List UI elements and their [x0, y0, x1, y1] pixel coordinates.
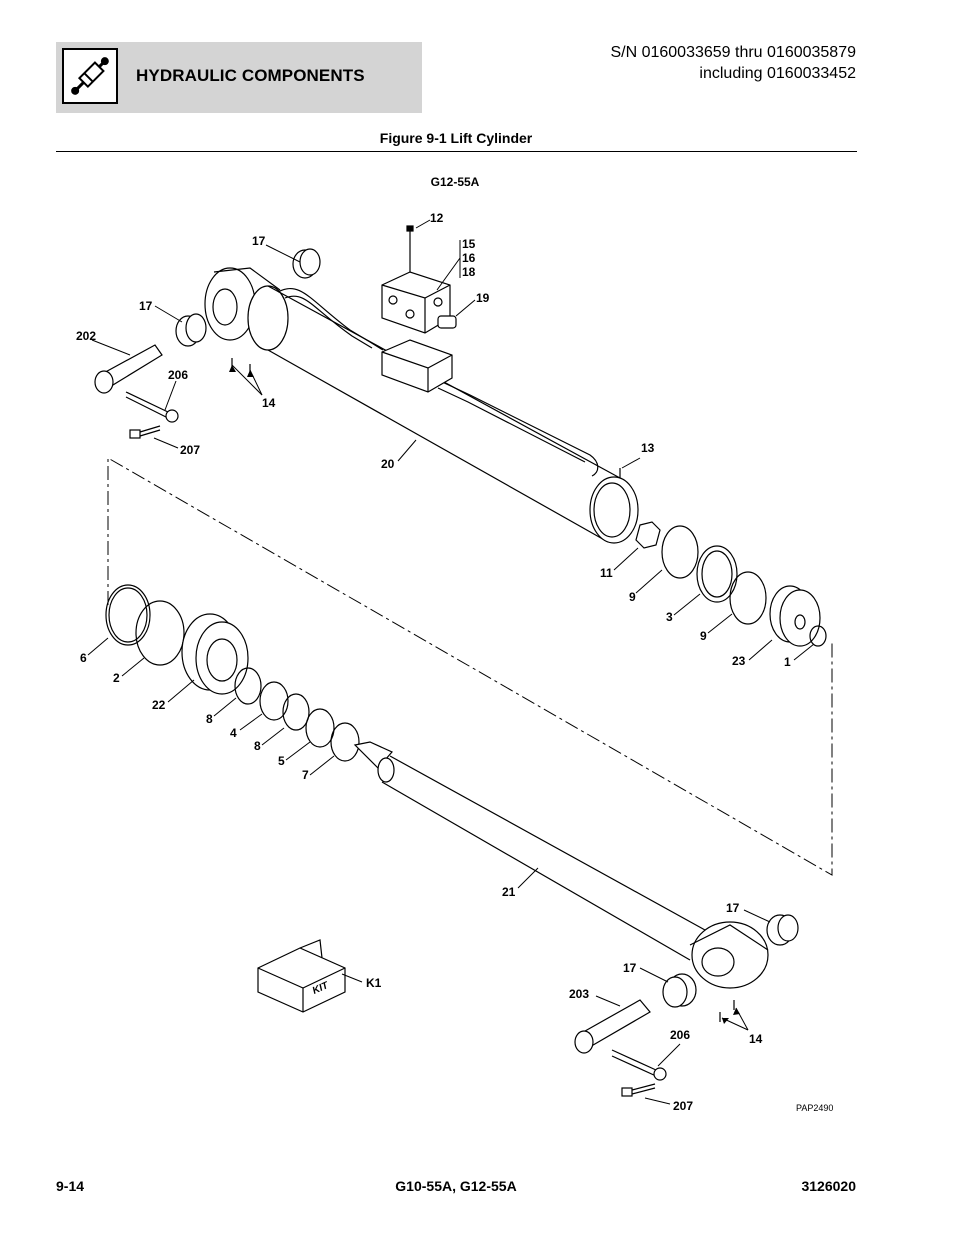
- callout-8-b: 8: [254, 739, 261, 753]
- section-title: HYDRAULIC COMPONENTS: [136, 66, 365, 85]
- callout-19: 19: [476, 291, 490, 305]
- callout-22: 22: [152, 698, 166, 712]
- callout-203: 203: [569, 987, 589, 1001]
- seal-part-5: [305, 708, 335, 748]
- callout-k1: K1: [366, 976, 382, 990]
- o-ring-part-1: [809, 625, 827, 647]
- callout-8-a: 8: [206, 712, 213, 726]
- callout-17-c: 17: [726, 901, 740, 915]
- barrel-part-20: [204, 267, 639, 544]
- pin-part-203: [574, 999, 667, 1097]
- callout-17-d: 17: [623, 961, 637, 975]
- wiper-part-8-b: [282, 693, 310, 731]
- callout-207-b: 207: [673, 1099, 693, 1113]
- callout-4: 4: [230, 726, 237, 740]
- callout-17-b: 17: [139, 299, 153, 313]
- seal-part-4: [259, 681, 289, 721]
- callout-1: 1: [784, 655, 791, 669]
- serial-number-range: S/N 0160033659 thru 0160035879 including…: [610, 42, 856, 84]
- callout-21: 21: [502, 885, 516, 899]
- serial-line-1: S/N 0160033659 thru 0160035879: [610, 44, 856, 61]
- callout-9-b: 9: [700, 629, 707, 643]
- kit-box-icon: [257, 939, 346, 1013]
- callout-17-a: 17: [252, 234, 266, 248]
- head-part-22: [181, 613, 249, 695]
- page-number: 9-14: [56, 1178, 85, 1194]
- piston-part-23: [769, 585, 821, 647]
- wear-ring-part-9-a: [661, 525, 699, 579]
- pin-part-202: [94, 344, 179, 439]
- model-label: G12-55A: [431, 175, 480, 189]
- callout-207-a: 207: [180, 443, 200, 457]
- section-header: HYDRAULIC COMPONENTS: [56, 42, 422, 113]
- nut-part-11: [635, 521, 661, 549]
- o-ring-part-6: [105, 584, 151, 646]
- callout-3: 3: [666, 610, 673, 624]
- callout-202: 202: [76, 329, 96, 343]
- serial-line-2: including 0160033452: [699, 65, 856, 82]
- callout-20: 20: [381, 457, 395, 471]
- callout-16: 16: [462, 251, 476, 265]
- callout-7: 7: [302, 768, 309, 782]
- callout-9-a: 9: [629, 590, 636, 604]
- header-rule: [56, 151, 857, 152]
- figure-title: Figure 9-1 Lift Cylinder: [379, 130, 533, 146]
- callout-13: 13: [641, 441, 655, 455]
- callout-23: 23: [732, 654, 746, 668]
- rod-part-21: [353, 741, 769, 989]
- callout-18: 18: [462, 265, 476, 279]
- callout-206-b: 206: [670, 1028, 690, 1042]
- callout-5: 5: [278, 754, 285, 768]
- callout-14-b: 14: [749, 1032, 763, 1046]
- assembly-guide-line: [107, 457, 833, 876]
- callout-6: 6: [80, 651, 87, 665]
- drawing-number: PAP2490: [796, 1103, 833, 1113]
- manifold-block-part-19: [381, 225, 457, 334]
- backup-ring-part-2: [135, 600, 185, 666]
- wiper-part-7: [330, 722, 360, 762]
- callout-14-a: 14: [262, 396, 276, 410]
- wear-ring-part-9-b: [729, 571, 767, 625]
- wiper-part-8-a: [234, 667, 262, 705]
- callout-206-a: 206: [168, 368, 188, 382]
- callout-12: 12: [430, 211, 444, 225]
- callout-2: 2: [113, 671, 120, 685]
- models-footer: G10-55A, G12-55A: [395, 1178, 517, 1194]
- seal-part-3: [696, 545, 738, 603]
- hydraulic-cylinder-icon: [62, 48, 118, 104]
- lower-block: [381, 339, 453, 393]
- callout-11: 11: [600, 566, 613, 580]
- doc-number: 3126020: [801, 1178, 856, 1194]
- callout-15: 15: [462, 237, 476, 251]
